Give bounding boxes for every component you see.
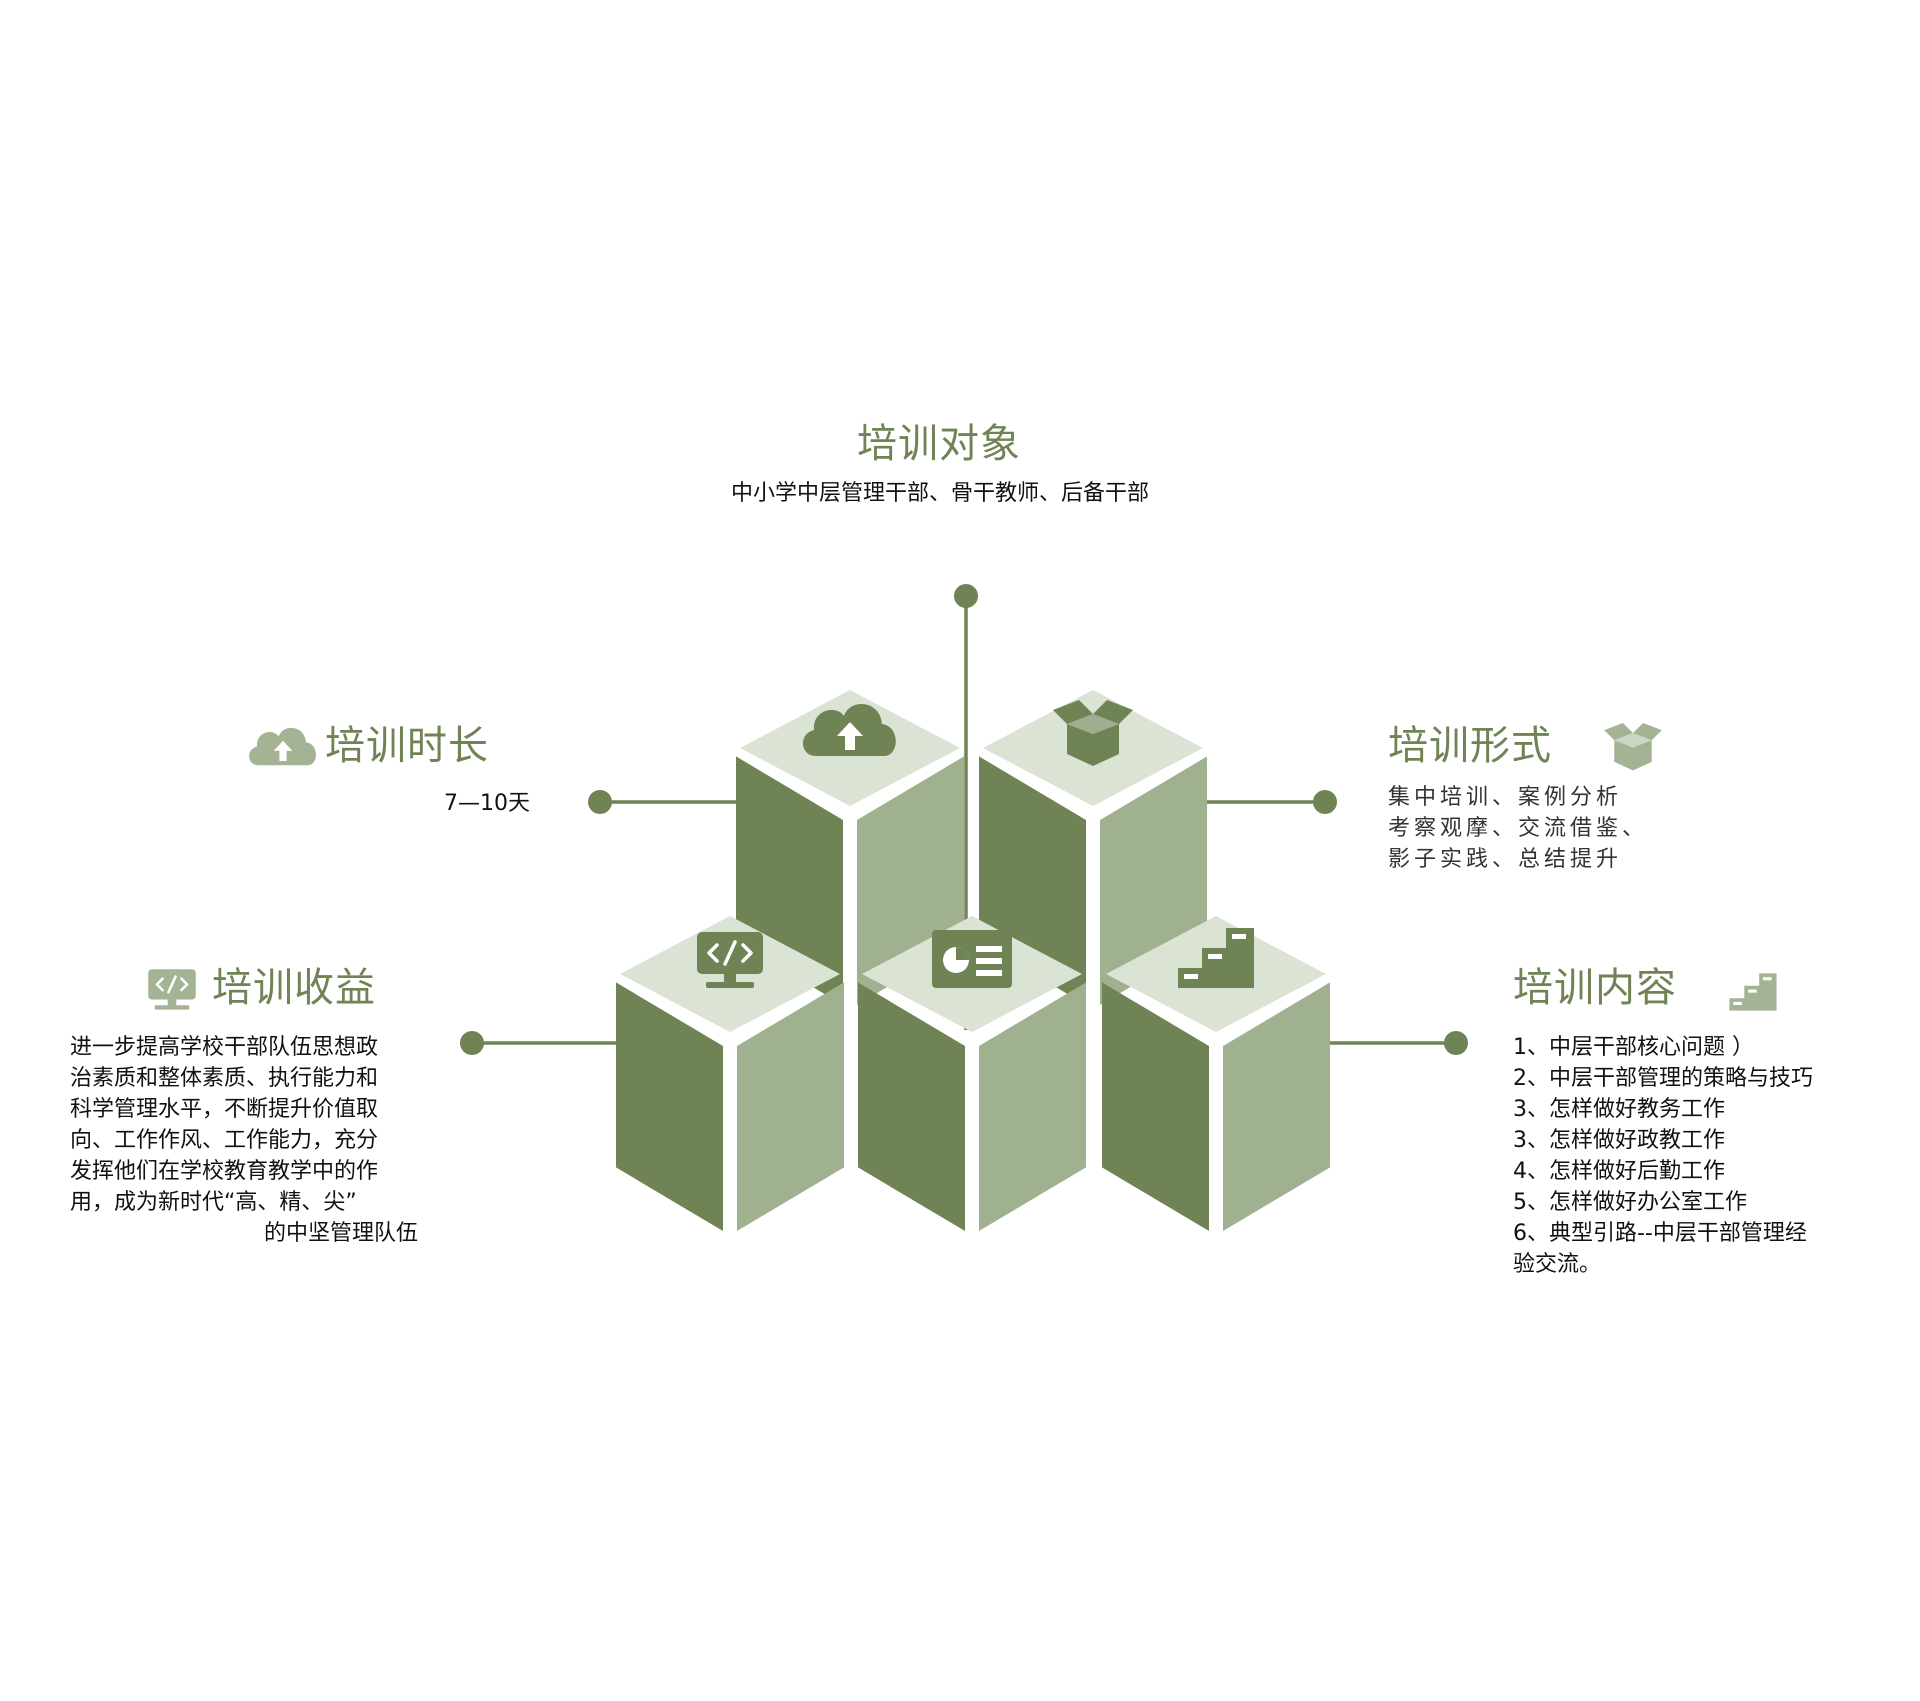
format-title: 培训形式 [1388, 723, 1552, 769]
benefit-text: 进一步提高学校干部队伍思想政 治素质和整体素质、执行能力和 科学管理水平，不断提… [70, 1032, 418, 1249]
benefit-monitor-icon [146, 968, 198, 1011]
cube-right-face [737, 982, 844, 1231]
content-section: 培训内容 1、中层干部核心问题 ） 2、中层干部管理的策略与技巧 3、怎样做好教… [1513, 964, 1813, 1280]
format-text: 集中培训、案例分析 考察观摩、交流借鉴、 影子实践、总结提升 [1388, 782, 1648, 875]
dot-duration [588, 790, 612, 814]
cube-left-face [858, 982, 965, 1231]
format-line: 集中培训、案例分析 [1388, 785, 1623, 810]
duration-title: 培训时长 [325, 723, 489, 769]
duration-text: 7—10天 [444, 791, 530, 816]
content-title: 培训内容 [1513, 965, 1677, 1011]
target-title: 培训对象 [857, 421, 1021, 467]
dot-benefit [460, 1031, 484, 1055]
benefit-line: 向、工作作风、工作能力，充分 [70, 1128, 379, 1153]
format-line: 考察观摩、交流借鉴、 [1388, 816, 1649, 841]
benefit-title-wrap: 培训收益 [212, 964, 376, 1012]
content-line: 1、中层干部核心问题 ） [1513, 1035, 1754, 1060]
content-line: 2、中层干部管理的策略与技巧 [1513, 1066, 1813, 1091]
cube [616, 916, 844, 1231]
presentation-chart-icon [932, 930, 1012, 988]
dot-content [1444, 1031, 1468, 1055]
cube [858, 916, 1086, 1231]
cube [1102, 916, 1330, 1231]
dot-format [1313, 790, 1337, 814]
format-section: 培训形式 集中培训、案例分析 考察观摩、交流借鉴、 影子实践、总结提升 [1388, 722, 1648, 875]
benefit-title: 培训收益 [212, 965, 376, 1011]
content-line: 3、怎样做好政教工作 [1513, 1128, 1725, 1153]
content-text: 1、中层干部核心问题 ） 2、中层干部管理的策略与技巧 3、怎样做好教务工作 3… [1513, 1032, 1813, 1280]
benefit-line: 用，成为新时代“高、精、尖” [70, 1190, 357, 1215]
benefit-line: 的中坚管理队伍 [263, 1221, 418, 1246]
content-line: 3、怎样做好教务工作 [1513, 1097, 1725, 1122]
duration-section: 培训时长 [325, 722, 489, 770]
content-line: 4、怎样做好后勤工作 [1513, 1159, 1725, 1184]
duration-cloud-icon [249, 727, 316, 766]
target-section: 培训对象 中小学中层管理干部、骨干教师、后备干部 [0, 420, 1920, 509]
dot-target [954, 584, 978, 608]
cube-right-face [1223, 982, 1330, 1231]
benefit-line: 科学管理水平，不断提升价值取 [70, 1097, 379, 1122]
benefit-line: 发挥他们在学校教育教学中的作 [70, 1159, 379, 1184]
cube-right-face [979, 982, 1086, 1231]
benefit-line: 治素质和整体素质、执行能力和 [70, 1066, 379, 1091]
content-line: 5、怎样做好办公室工作 [1513, 1190, 1747, 1215]
cube-left-face [1102, 982, 1209, 1231]
content-line: 6、典型引路--中层干部管理经 [1513, 1221, 1807, 1246]
benefit-line: 进一步提高学校干部队伍思想政 [70, 1035, 379, 1060]
target-text: 中小学中层管理干部、骨干教师、后备干部 [730, 481, 1149, 506]
format-line: 影子实践、总结提升 [1388, 847, 1623, 872]
cube-left-face [616, 982, 723, 1231]
content-line: 验交流。 [1513, 1252, 1602, 1277]
